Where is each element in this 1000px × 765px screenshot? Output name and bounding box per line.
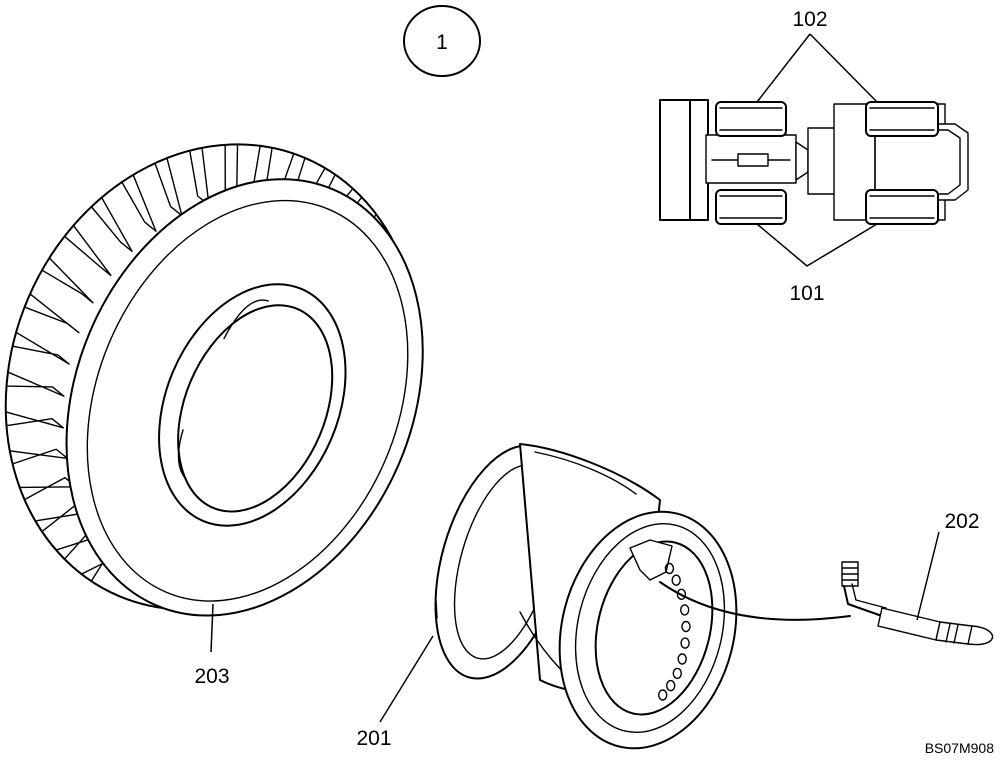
bolt-hole: [671, 574, 681, 586]
tread-block: [23, 293, 80, 334]
tire-label: 203: [194, 665, 229, 688]
rim-label: 201: [356, 727, 391, 750]
bolt-hole: [680, 637, 690, 649]
view-number-marker: 1: [403, 5, 481, 77]
rim-drawing: 201: [356, 443, 851, 750]
bolt-hole: [666, 679, 676, 692]
tire-sidewall-ring: [86, 199, 409, 602]
tread-block: [41, 257, 94, 304]
bolt-hole: [672, 667, 682, 680]
bolt-holes: [658, 562, 691, 701]
front-wheel-left: [865, 101, 939, 137]
rim-leader: [379, 635, 434, 723]
bolt-hole: [677, 653, 687, 665]
tread-block: [5, 371, 65, 397]
bolt-hole: [664, 562, 675, 575]
tread-block: [5, 411, 65, 429]
bolt-hole: [681, 620, 691, 633]
valve-drawing: 202: [841, 510, 994, 646]
rear-wheels-label: 101: [789, 282, 824, 305]
bolt-hole: [680, 604, 690, 616]
valve-label: 202: [944, 510, 979, 533]
view-number-circle: [403, 5, 481, 77]
rear-wheel-right: [715, 189, 787, 225]
rear-wheel-left: [715, 101, 787, 137]
bolt-hole: [676, 588, 687, 600]
articulation-joint: [795, 141, 809, 181]
view-number-text: 1: [436, 31, 448, 54]
front-wheels-leader: [756, 33, 878, 103]
valve-hose: [659, 581, 851, 621]
tread-block: [11, 331, 70, 365]
front-wheels-label: 102: [792, 8, 827, 31]
loader-top-view: 102 101: [659, 8, 969, 305]
counterweight: [659, 99, 691, 221]
valve-body: [877, 607, 941, 641]
rim-center-disc: [594, 540, 714, 716]
tire-bore: [177, 304, 334, 513]
front-wheel-right: [865, 189, 939, 225]
rear-wheels-leader: [756, 223, 878, 267]
tire-leader: [210, 603, 214, 653]
valve-leader: [916, 531, 940, 621]
tire-drawing: 203: [4, 143, 424, 688]
drawing-code: BS07M908: [925, 740, 994, 756]
valve-elbow: [843, 585, 883, 617]
bolt-hole: [658, 689, 668, 701]
